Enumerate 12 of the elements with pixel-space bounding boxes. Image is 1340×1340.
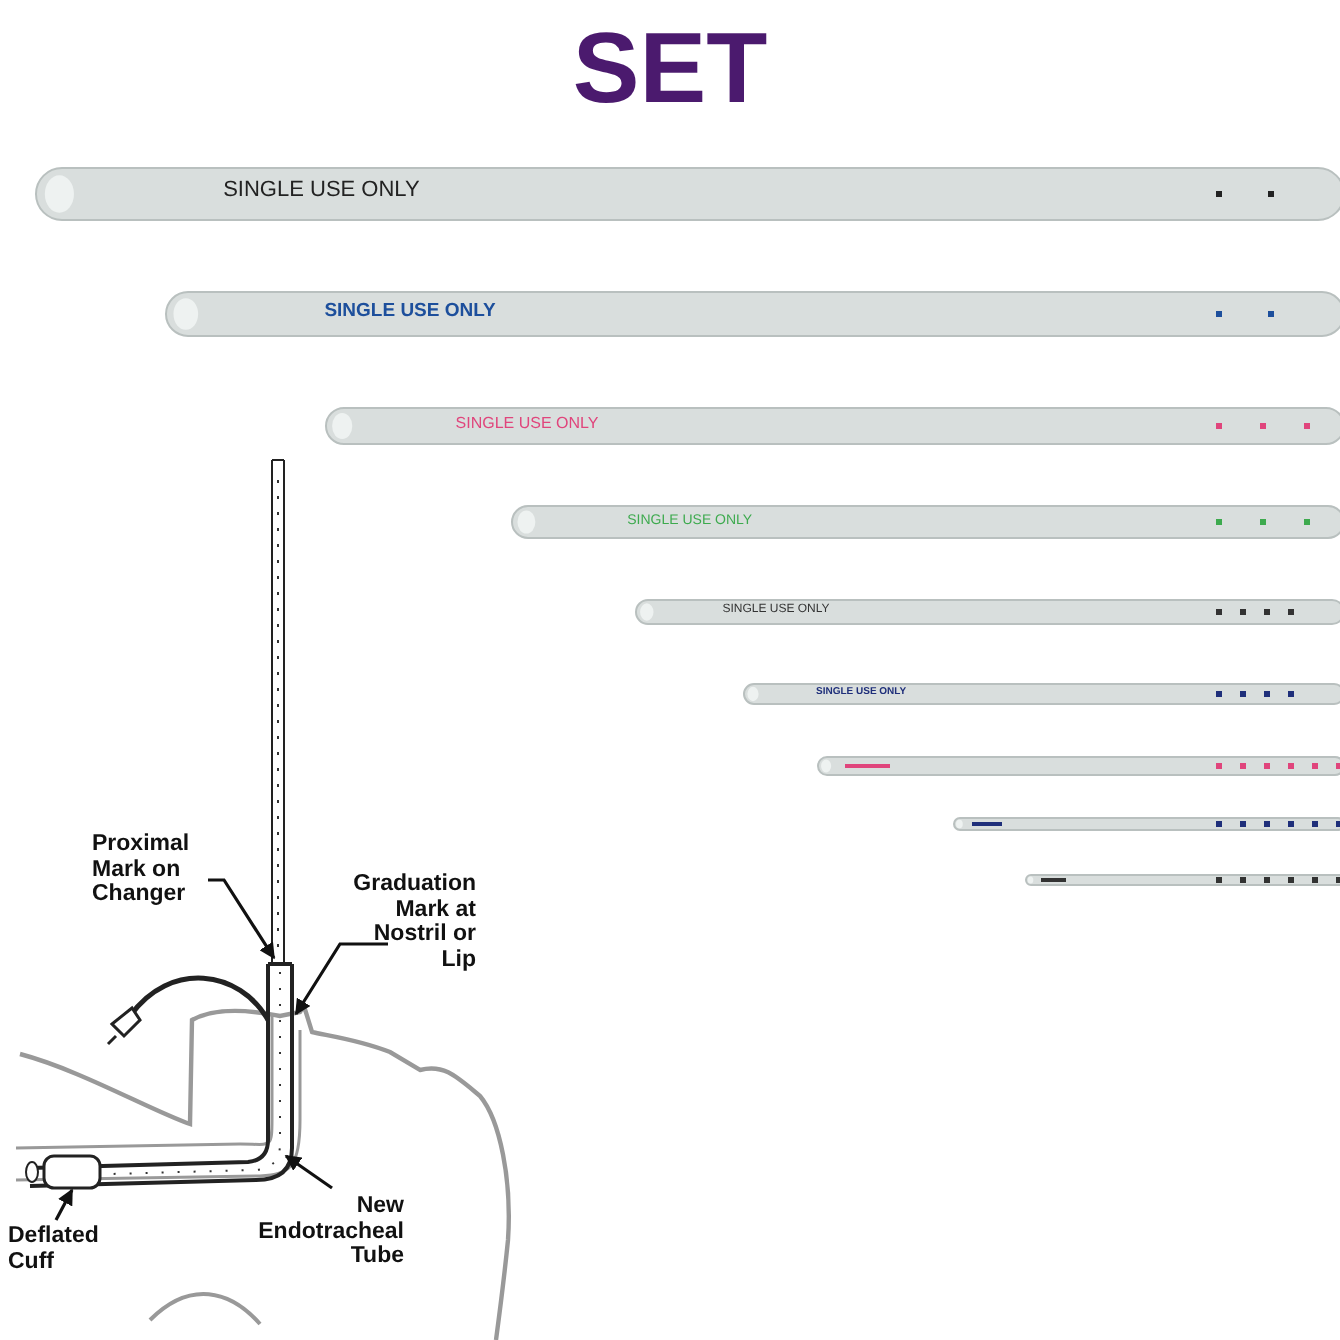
callout-label: Deflated Cuff xyxy=(8,1224,120,1274)
leader-line xyxy=(54,1188,74,1222)
leader-line xyxy=(294,942,388,1016)
title: SET xyxy=(570,10,770,128)
tube-print: SINGLE USE ONLY xyxy=(324,302,496,322)
leader-line xyxy=(284,1154,334,1190)
leader-line xyxy=(208,878,276,960)
callout-label: Proximal Mark on Changer xyxy=(92,832,204,907)
callout-label: Graduation Mark at Nostril or Lip xyxy=(344,872,476,972)
tube-print: SINGLE USE ONLY xyxy=(223,180,420,203)
callout-label: New Endotracheal Tube xyxy=(236,1194,404,1269)
tube-print: SINGLE USE ONLY xyxy=(455,416,599,433)
